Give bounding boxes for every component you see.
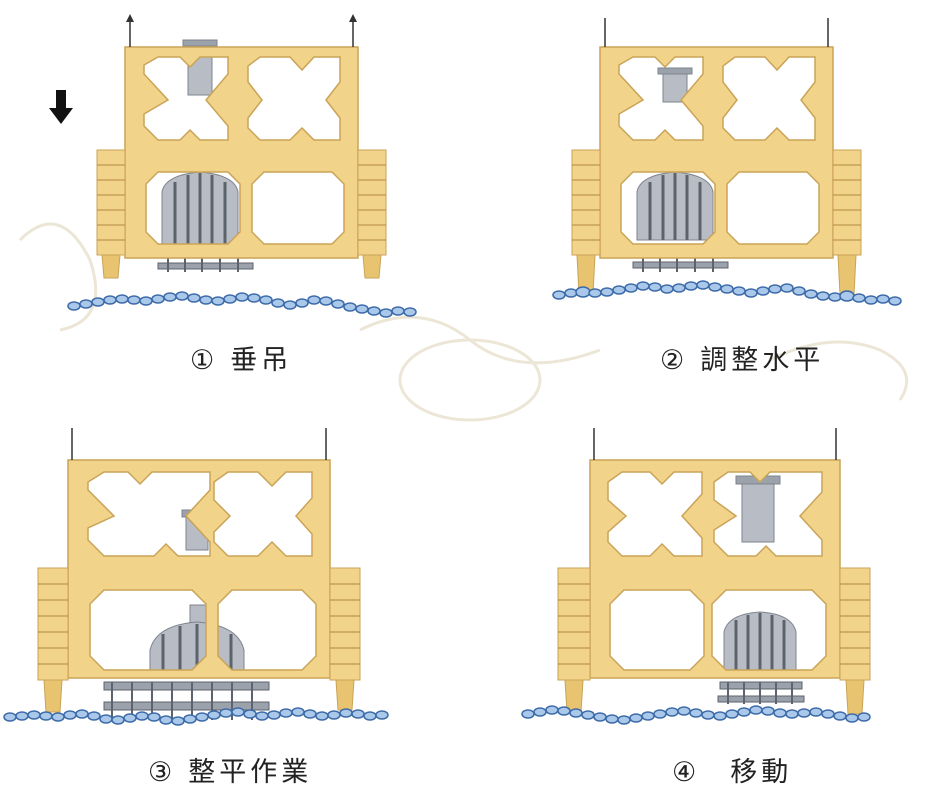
- panel-2-number: ②: [660, 345, 689, 376]
- panel-1-label: 垂吊: [230, 345, 293, 376]
- panel-3-number: ③: [148, 757, 177, 788]
- panel-3-label: 整平作業: [188, 757, 313, 788]
- seabed-pebbles: [67, 291, 417, 318]
- gantry-frame: [37, 428, 361, 713]
- panel-2-label: 調整水平: [700, 345, 825, 376]
- up-arrow-icon: [126, 14, 134, 22]
- panel-2-adjust-level: [515, 10, 942, 350]
- panel-1-number: ①: [190, 345, 219, 376]
- panel-3-caption: ③ 整平作業: [148, 750, 312, 789]
- panel-4-label: 移動: [730, 757, 793, 788]
- gantry-frame: [96, 14, 387, 279]
- seabed-pebbles: [552, 280, 902, 306]
- panel-4-moving: [510, 420, 940, 760]
- seabed-pebbles: [3, 707, 389, 726]
- panel-4-number: ④: [672, 757, 701, 788]
- down-arrow-icon: [49, 90, 73, 124]
- gantry-frame: [557, 428, 871, 715]
- panel-2-caption: ② 調整水平: [660, 338, 824, 377]
- panel-3-leveling-work: [0, 420, 430, 760]
- panel-1-hoisting: [40, 10, 470, 350]
- seabed-pebbles: [521, 705, 871, 725]
- up-arrow-icon: [349, 14, 357, 22]
- gantry-frame: [571, 18, 862, 296]
- panel-1-caption: ① 垂吊: [190, 338, 292, 377]
- leveling-machine: [103, 509, 270, 720]
- panel-4-caption: ④ 移動: [672, 750, 792, 789]
